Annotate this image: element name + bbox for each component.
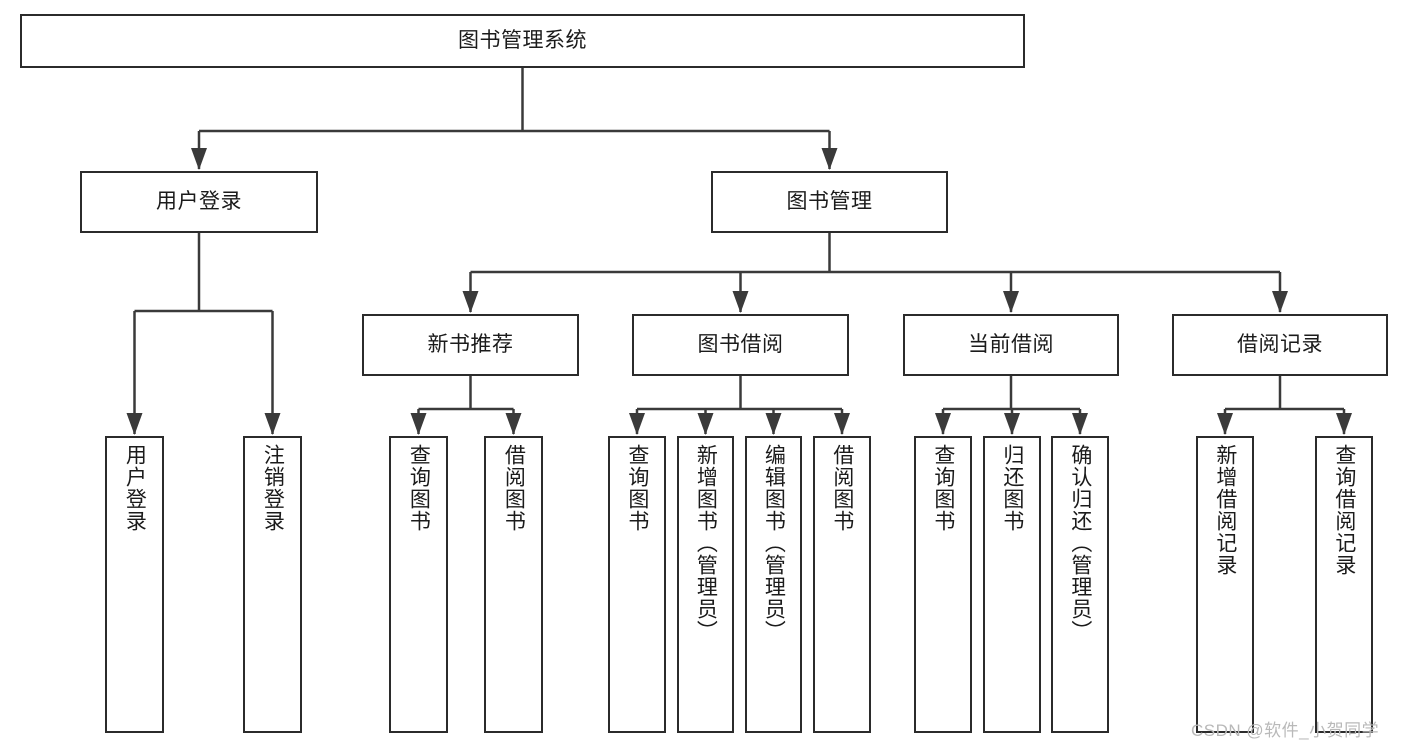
watermark-label: CSDN @软件_小贺同学	[1191, 721, 1380, 740]
node-borrow[interactable]: 图书借阅	[632, 314, 849, 376]
node-label: 图书管理	[786, 190, 873, 214]
edge-arrowhead	[126, 413, 143, 435]
node-n-query[interactable]: 查询图书	[389, 436, 448, 733]
node-current[interactable]: 当前借阅	[903, 314, 1119, 376]
edge-arrowhead	[410, 413, 427, 435]
node-c-return[interactable]: 归还图书	[983, 436, 1041, 733]
edge-arrowhead	[462, 291, 479, 313]
edge-arrowhead	[935, 413, 951, 435]
edge-arrowhead	[834, 413, 850, 435]
edge-arrowhead	[732, 291, 749, 313]
node-label: 注销登录	[261, 444, 285, 532]
node-label: 借阅记录	[1237, 333, 1323, 357]
node-label: 查询图书	[625, 444, 649, 532]
node-label: 确认归还（管理员）	[1068, 444, 1092, 642]
node-c-confirm[interactable]: 确认归还（管理员）	[1051, 436, 1109, 733]
edge-arrowhead	[1003, 291, 1019, 313]
node-label: 查询借阅记录	[1332, 444, 1356, 576]
node-b-query[interactable]: 查询图书	[608, 436, 666, 733]
edge-arrowhead	[629, 413, 645, 435]
node-c-query[interactable]: 查询图书	[914, 436, 972, 733]
node-bookmgmt[interactable]: 图书管理	[711, 171, 948, 233]
node-label: 借阅图书	[502, 444, 526, 532]
edge-arrowhead	[1072, 413, 1088, 435]
edge-arrowhead	[697, 413, 714, 435]
edge-arrowhead	[821, 148, 838, 170]
node-label: 图书借阅	[697, 333, 784, 357]
node-login[interactable]: 用户登录	[80, 171, 318, 233]
node-label: 借阅图书	[830, 444, 854, 532]
node-label: 查询图书	[407, 444, 431, 532]
node-newbook[interactable]: 新书推荐	[362, 314, 579, 376]
node-l-login[interactable]: 用户登录	[105, 436, 164, 733]
node-label: 用户登录	[123, 444, 147, 532]
edge-arrowhead	[191, 148, 207, 170]
node-label: 归还图书	[1000, 444, 1024, 532]
node-label: 当前借阅	[968, 333, 1054, 357]
node-label: 新书推荐	[427, 333, 514, 357]
node-label: 用户登录	[156, 190, 242, 214]
node-label: 编辑图书（管理员）	[762, 444, 786, 642]
node-b-edit[interactable]: 编辑图书（管理员）	[745, 436, 802, 733]
node-l-logout[interactable]: 注销登录	[243, 436, 302, 733]
edge-arrowhead	[264, 413, 281, 435]
node-label: 新增借阅记录	[1213, 444, 1237, 576]
edge-arrowhead	[1272, 291, 1288, 313]
node-label: 图书管理系统	[458, 29, 587, 53]
edge-arrowhead	[1004, 413, 1020, 435]
node-label: 查询图书	[931, 444, 955, 532]
node-b-lend[interactable]: 借阅图书	[813, 436, 871, 733]
edge-arrowhead	[1336, 413, 1352, 435]
node-label: 新增图书（管理员）	[694, 444, 718, 642]
node-n-borrow[interactable]: 借阅图书	[484, 436, 543, 733]
node-r-add[interactable]: 新增借阅记录	[1196, 436, 1254, 733]
node-b-add[interactable]: 新增图书（管理员）	[677, 436, 734, 733]
edge-arrowhead	[1217, 413, 1233, 435]
node-root[interactable]: 图书管理系统	[20, 14, 1025, 68]
edge-arrowhead	[765, 413, 782, 435]
node-records[interactable]: 借阅记录	[1172, 314, 1388, 376]
edge-arrowhead	[505, 413, 522, 435]
node-r-query[interactable]: 查询借阅记录	[1315, 436, 1373, 733]
